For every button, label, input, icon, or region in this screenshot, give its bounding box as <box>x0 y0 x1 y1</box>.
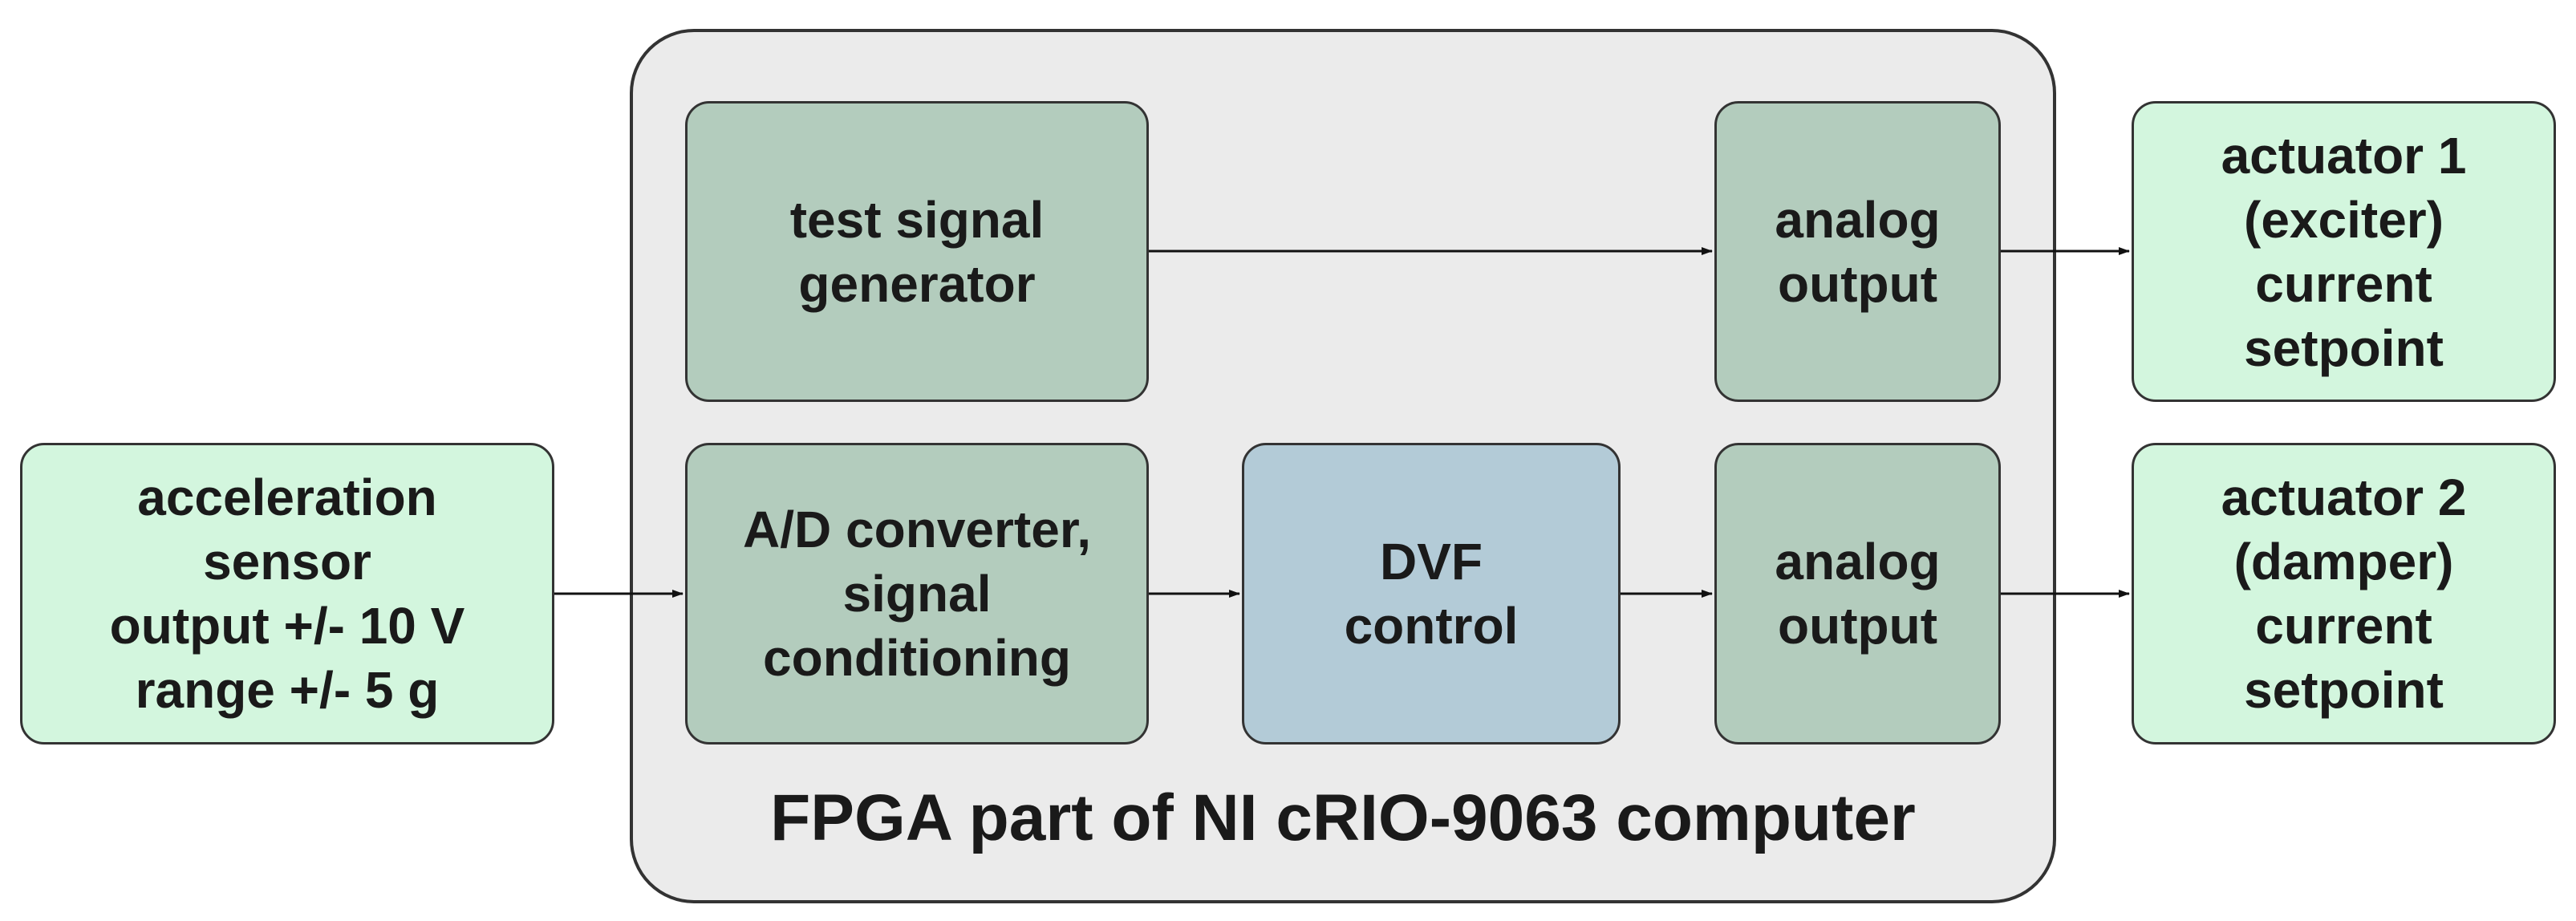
fpga-container-label: FPGA part of NI cRIO-9063 computer <box>770 781 1916 854</box>
actuator-2-block: actuator 2 (damper) current setpoint <box>2132 443 2556 745</box>
ad-converter-block: A/D converter, signal conditioning <box>685 443 1149 745</box>
dvf-control-label: DVF control <box>1344 533 1519 655</box>
dvf-control-block: DVF control <box>1242 443 1621 745</box>
analog-output-1-block: analog output <box>1714 101 2001 402</box>
actuator-1-label: actuator 1 (exciter) current setpoint <box>2221 126 2467 377</box>
analog-output-2-block: analog output <box>1714 443 2001 745</box>
analog-output-1-label: analog output <box>1775 190 1941 313</box>
acceleration-sensor-block: acceleration sensor output +/- 10 V rang… <box>20 443 554 745</box>
actuator-1-block: actuator 1 (exciter) current setpoint <box>2132 101 2556 402</box>
test-signal-generator-block: test signal generator <box>685 101 1149 402</box>
ad-converter-label: A/D converter, signal conditioning <box>743 501 1091 687</box>
actuator-2-label: actuator 2 (damper) current setpoint <box>2221 469 2467 719</box>
test-signal-generator-label: test signal generator <box>789 190 1045 313</box>
analog-output-2-label: analog output <box>1775 533 1941 655</box>
acceleration-sensor-label: acceleration sensor output +/- 10 V rang… <box>109 469 465 719</box>
